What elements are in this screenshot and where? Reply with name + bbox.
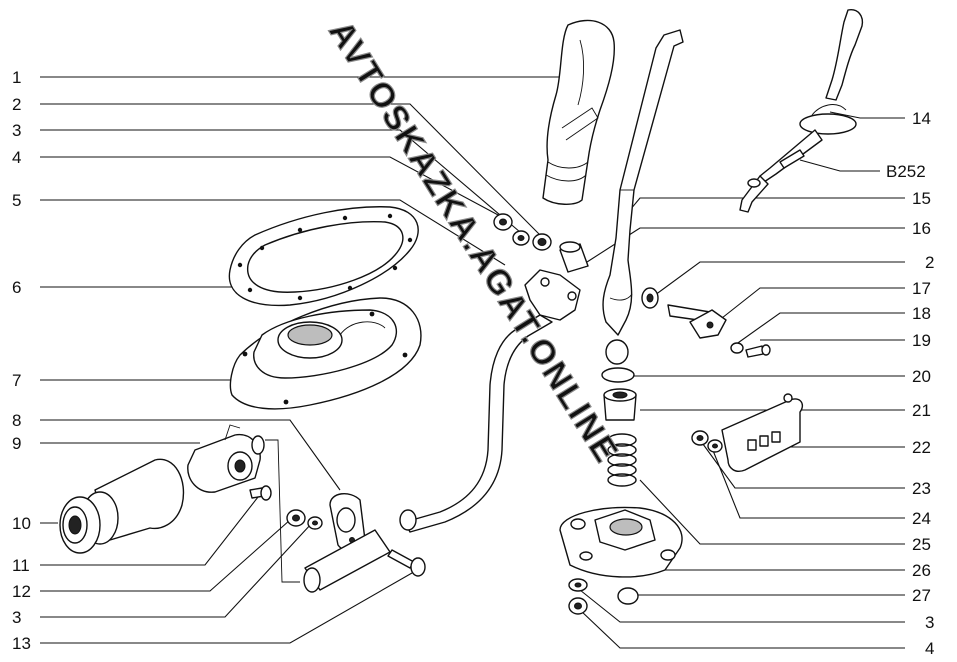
washer-2-right: [641, 287, 659, 309]
leader-24: [711, 447, 905, 519]
plate-22: [721, 393, 804, 472]
leader-3b: [40, 522, 313, 618]
leader-17: [721, 287, 905, 319]
washer-3-bottom: [568, 578, 588, 592]
callout-label: 21: [912, 401, 931, 420]
assembly-line: [265, 439, 300, 583]
nut-5: [493, 213, 513, 231]
boot-gasket: [228, 206, 419, 307]
leader-26: [654, 554, 905, 571]
callout-label: 27: [912, 586, 931, 605]
callout-label: 20: [912, 367, 931, 386]
leader-12: [40, 519, 291, 592]
callout-label: 3: [925, 613, 934, 632]
callout-label: 9: [12, 434, 21, 453]
callout-label: 17: [912, 279, 931, 298]
callout-label: 7: [12, 371, 21, 390]
leader-13: [40, 572, 413, 644]
bolt-13: [387, 549, 426, 577]
callout-label: 26: [912, 561, 931, 580]
callout-label: 19: [912, 331, 931, 350]
callout-label: 16: [912, 219, 931, 238]
leader-16: [586, 227, 905, 263]
shift-rod: [399, 314, 553, 533]
callout-label: 14: [912, 109, 931, 128]
small-fasteners-top: [493, 213, 589, 273]
linkage-assembly: [739, 9, 864, 213]
callout-label: 25: [912, 535, 931, 554]
callout-label: 5: [12, 191, 21, 210]
leader-14: [829, 111, 905, 119]
callout-label: 22: [912, 438, 931, 457]
snap-ring-20: [601, 367, 635, 383]
nut-18: [730, 342, 744, 354]
callout-label: 24: [912, 509, 931, 528]
leader-25: [639, 479, 905, 545]
joint-housing-9: [187, 424, 265, 493]
screw-11: [249, 485, 272, 501]
rod-bracket: [524, 269, 581, 321]
screw-19: [745, 344, 771, 358]
callout-label: 3: [12, 608, 21, 627]
callout-label: 4: [925, 639, 934, 658]
callout-label: 13: [12, 634, 31, 653]
callout-label: 18: [912, 304, 931, 323]
callout-label: 15: [912, 189, 931, 208]
left-callouts: 1 2 3 4 5 6 7 8 9 10 11 12 3 13: [12, 68, 31, 653]
callout-label: 23: [912, 479, 931, 498]
leader-18: [734, 312, 905, 346]
callout-label: 2: [12, 95, 21, 114]
right-callouts: 14 B252 15 16 2 17 18 19 20 21 22 23 24 …: [886, 109, 934, 658]
nut-12: [286, 509, 306, 527]
leader-3: [40, 129, 521, 233]
leader-15: [629, 197, 905, 211]
callout-label: 12: [12, 582, 31, 601]
nut-23: [691, 430, 709, 446]
washer-24: [707, 439, 723, 453]
leader-4r: [579, 609, 905, 649]
leader-23: [699, 439, 905, 489]
shift-knob: [542, 19, 616, 205]
bushing-2: [532, 233, 552, 251]
cap-27: [617, 587, 639, 605]
callout-label: 11: [12, 556, 30, 575]
leader-3r: [579, 589, 905, 623]
bushing-16: [559, 241, 589, 273]
leader-5: [40, 199, 506, 266]
callout-label: 3: [12, 121, 21, 140]
boot-base: [229, 297, 422, 410]
callout-label: 8: [12, 411, 21, 430]
callout-label: 6: [12, 278, 21, 297]
lever-arm-17: [667, 304, 727, 339]
leader-8: [40, 419, 341, 491]
callout-label: 1: [12, 68, 21, 87]
nut-4-bottom: [568, 597, 588, 615]
washer-3: [512, 230, 530, 246]
lever-base-26: [559, 506, 683, 578]
spring-25: [607, 433, 637, 487]
washer-3-left: [307, 516, 323, 530]
leader-2r: [650, 261, 905, 299]
callout-label: 10: [12, 514, 31, 533]
callout-label: 4: [12, 148, 21, 167]
leader-b252: [799, 159, 880, 172]
gear-lever: [602, 29, 684, 365]
leader-lines: [40, 76, 905, 649]
leader-1: [40, 76, 586, 91]
parts: [59, 9, 864, 615]
sleeve-10: [59, 458, 185, 554]
callout-label: 2: [925, 253, 934, 272]
callout-label: B252: [886, 162, 926, 181]
leader-2: [40, 103, 541, 236]
cup-21: [603, 388, 637, 421]
leader-4: [40, 156, 501, 217]
leader-11: [40, 496, 259, 566]
